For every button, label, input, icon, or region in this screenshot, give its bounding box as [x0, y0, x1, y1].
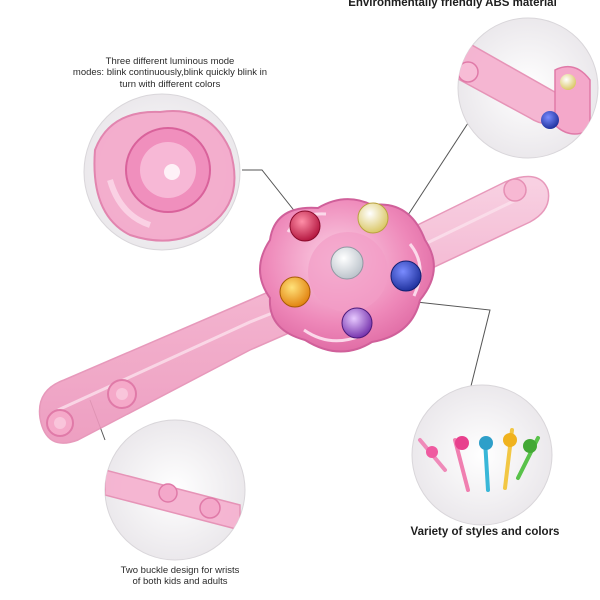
gem-red	[289, 210, 321, 242]
detail-circle-material	[457, 17, 599, 159]
caption-material: Environmentally friendly ABS material	[348, 0, 557, 9]
gem-white	[330, 246, 364, 280]
caption-line: Two buckle design for wrists	[120, 565, 240, 576]
buckle-hole	[503, 178, 527, 202]
caption-line: modes: blink continuously,blink quickly …	[72, 67, 268, 79]
leader-line-top-left	[242, 169, 301, 219]
leader-line-bottom-right	[397, 299, 491, 391]
caption-line: of both kids and adults	[132, 576, 228, 588]
spinner-body	[259, 198, 435, 353]
caption-variety: Variety of styles and colors	[410, 526, 560, 538]
detail-circle-luminous	[83, 93, 241, 251]
caption-luminous-modes: Three different luminous mode modes: bli…	[40, 56, 300, 90]
caption-buckle: Two buckle design for wrists of both kid…	[100, 565, 260, 588]
caption-line: Three different luminous mode	[105, 56, 235, 67]
detail-circle-variety	[411, 384, 553, 526]
caption-line: turn with different colors	[119, 78, 221, 90]
gem-orange	[279, 276, 311, 308]
gem-blue	[390, 260, 422, 292]
gem-yellow	[357, 202, 389, 234]
detail-circle-buckle	[104, 419, 246, 561]
gem-purple	[341, 307, 373, 339]
